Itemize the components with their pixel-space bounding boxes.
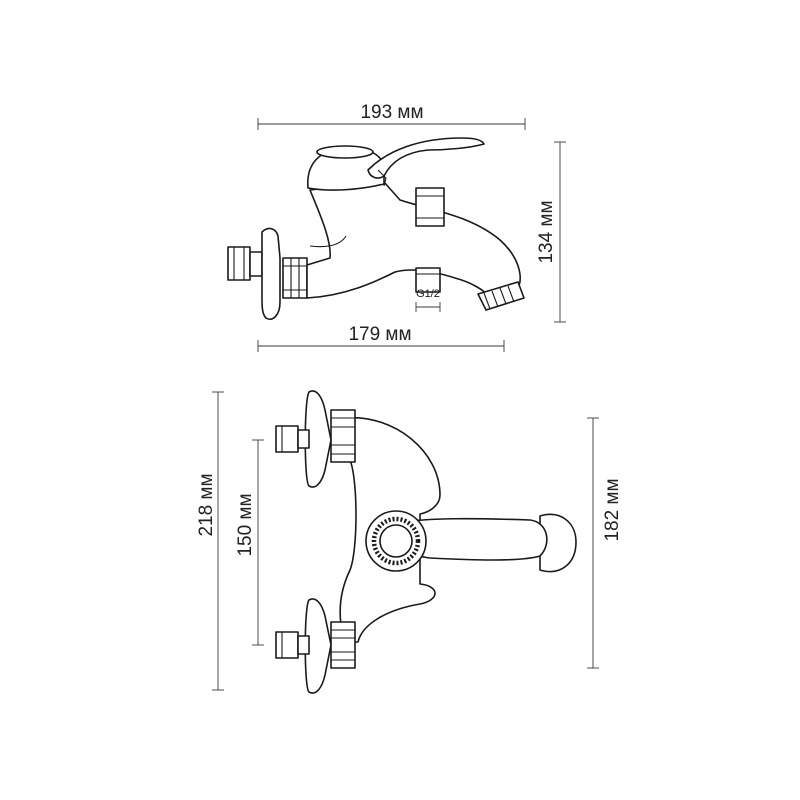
- dim-thread: G1/2: [415, 288, 441, 312]
- dim-spout-reach: 182 мм: [587, 417, 623, 669]
- label-134: 134 мм: [536, 200, 557, 263]
- side-inlet-connector: [227, 246, 263, 281]
- side-diverter-knob: [415, 187, 445, 227]
- side-shower-outlet: [415, 267, 441, 293]
- dim-overall-length: 218 мм: [196, 391, 224, 691]
- label-150: 150 мм: [235, 493, 256, 556]
- dim-top-width: 193 мм: [257, 102, 526, 130]
- dim-inlet-spacing: 150 мм: [235, 439, 264, 646]
- top-view: [275, 390, 577, 694]
- side-body-spout: [306, 181, 521, 299]
- top-inlet-upper: [275, 425, 310, 453]
- side-aerator: [477, 281, 525, 311]
- side-hex-nut: [282, 257, 308, 299]
- dim-side-height: 134 мм: [536, 141, 566, 323]
- label-182: 182 мм: [602, 478, 623, 541]
- side-wall-flange: [261, 227, 281, 320]
- side-lever-handle: [367, 137, 485, 179]
- top-hex-nut-lower: [330, 621, 356, 669]
- label-193: 193 мм: [360, 102, 423, 123]
- top-hex-nut-upper: [330, 409, 356, 463]
- label-218: 218 мм: [196, 473, 217, 536]
- label-179: 179 мм: [348, 324, 411, 345]
- top-spout-end: [539, 513, 577, 573]
- side-view: [227, 137, 525, 320]
- top-cartridge-ring: [365, 510, 427, 572]
- dim-bottom-width: 179 мм: [257, 324, 505, 352]
- label-thread: G1/2: [416, 288, 440, 300]
- top-inlet-lower: [275, 631, 310, 659]
